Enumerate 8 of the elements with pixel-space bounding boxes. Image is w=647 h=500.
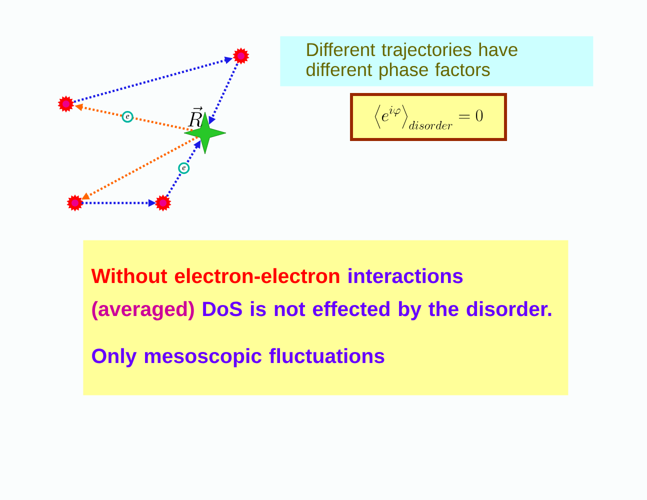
note-box: Without electron-electron interactions (averaged) DoS is not effected by the disorder. Only mesoscopic fluctuations <box>83 240 568 396</box>
scatterer-icon <box>154 194 172 212</box>
scatterer-icon <box>232 48 250 64</box>
scatterer-icon <box>58 96 74 112</box>
caption-box: Different trajectories have different phase factors <box>280 36 594 86</box>
vector-label: $\vec{R}$ <box>188 106 202 127</box>
formula-box: $\left\langle e^{i\varphi}\right\rangle_{disorder}=0$ <box>350 93 507 141</box>
scatterer-icon <box>66 194 84 212</box>
